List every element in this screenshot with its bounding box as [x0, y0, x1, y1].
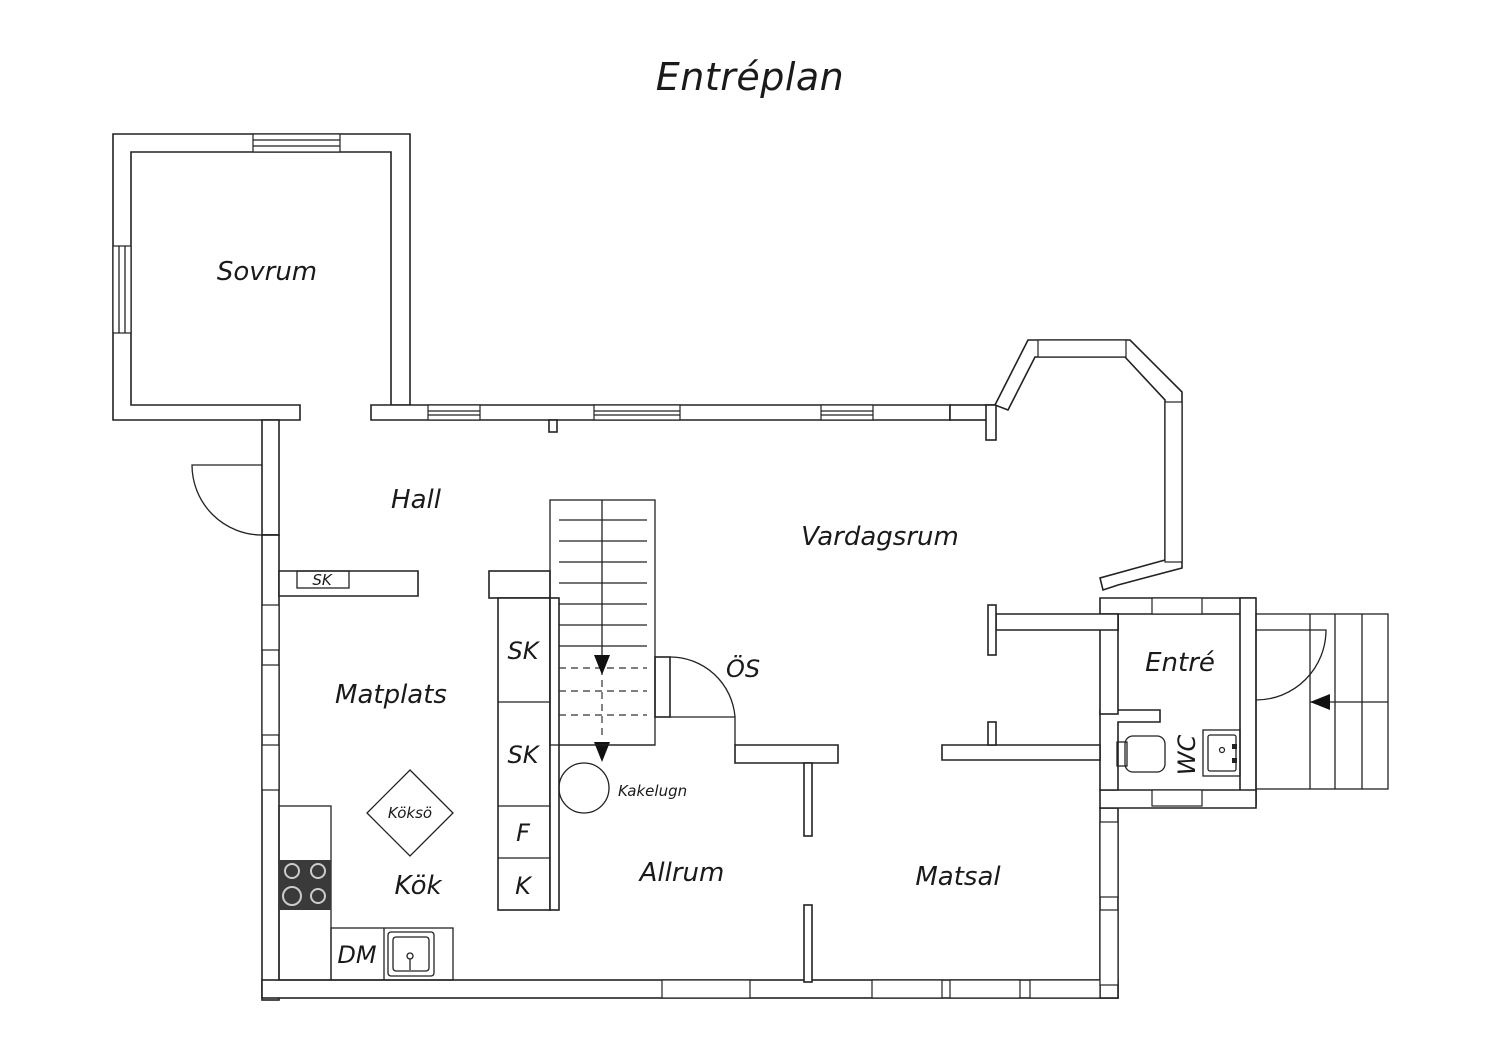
label-matsal: Matsal: [915, 862, 1001, 892]
label-os: ÖS: [726, 654, 760, 683]
kitchen-fixtures: [278, 769, 454, 981]
label-sk-hall: SK: [312, 571, 333, 589]
label-sovrum: Sovrum: [217, 257, 317, 287]
label-f: F: [516, 819, 531, 847]
doors: [191, 464, 1327, 718]
label-wc: WC: [1173, 735, 1201, 776]
bedroom-walls: [112, 133, 411, 421]
interior-walls: [278, 419, 1119, 983]
label-kok: Kök: [394, 871, 442, 901]
label-dm: DM: [337, 941, 376, 969]
label-matplats: Matplats: [335, 680, 447, 710]
room-labels: Sovrum Hall Vardagsrum Matplats Kök Allr…: [217, 257, 1215, 901]
label-allrum: Allrum: [638, 858, 725, 888]
label-hall: Hall: [391, 485, 442, 515]
misc-fixtures: [558, 729, 1241, 814]
label-entre: Entré: [1145, 648, 1215, 678]
fixture-labels: SK SK SK F K DM Köksö Kakelugn: [312, 571, 687, 969]
entrance-steps: [1255, 613, 1389, 790]
label-koksö: Köksö: [388, 804, 432, 822]
plan-title: Entréplan: [655, 55, 845, 99]
label-sk-1: SK: [508, 637, 541, 665]
label-vardagsrum: Vardagsrum: [801, 522, 959, 552]
label-sk-2: SK: [508, 741, 541, 769]
label-kakelugn: Kakelugn: [618, 782, 687, 800]
staircase: [549, 499, 656, 762]
windows: [112, 133, 1203, 999]
label-k: K: [515, 872, 533, 900]
